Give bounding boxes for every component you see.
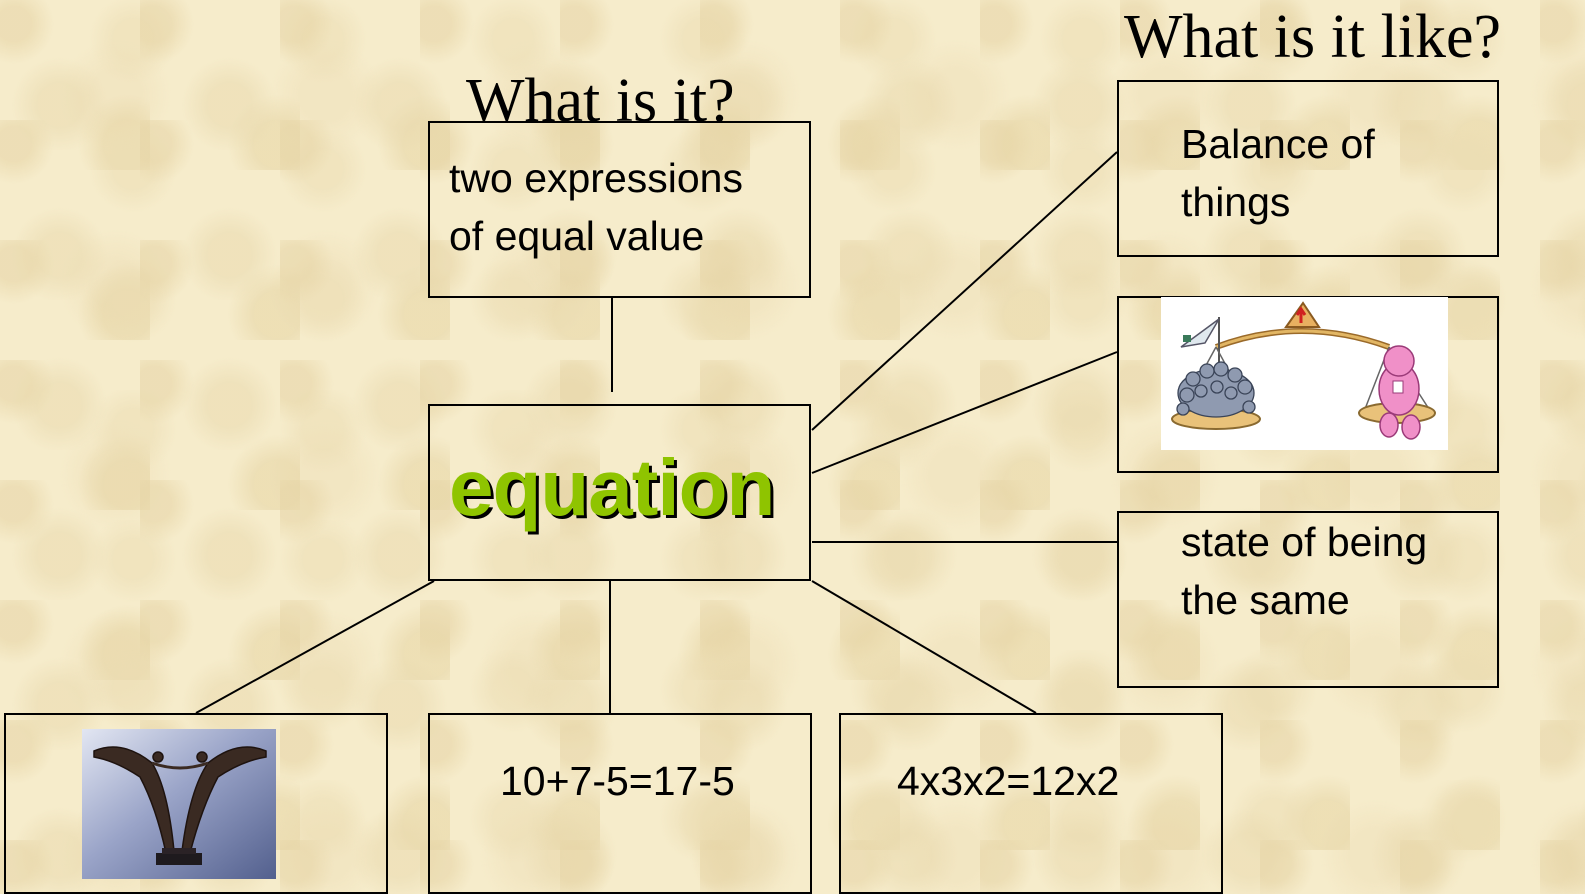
balance-scale-icon — [1161, 297, 1448, 450]
definition-box: two expressions of equal value — [428, 121, 811, 298]
statue-picture-box — [4, 713, 388, 894]
definition-line-2: of equal value — [449, 213, 705, 259]
connector-statue — [195, 580, 435, 714]
balance-box: Balance of things — [1117, 80, 1499, 257]
balancing-figures-statue-icon — [82, 729, 276, 879]
connector-balance — [811, 151, 1118, 431]
center-concept-word: equation — [449, 443, 775, 532]
example-2-text: 4x3x2=12x2 — [897, 758, 1120, 804]
same-text: state of being the same — [1181, 513, 1427, 629]
same-line-2: the same — [1181, 577, 1350, 623]
same-line-1: state of being — [1181, 519, 1428, 565]
connector-example2 — [811, 580, 1037, 714]
same-box: state of being the same — [1117, 511, 1499, 688]
example-2-box: 4x3x2=12x2 — [839, 713, 1223, 894]
center-concept-box: equation — [428, 404, 811, 581]
balance-text: Balance of things — [1181, 115, 1375, 231]
definition-line-1: two expressions — [449, 155, 743, 201]
definition-text: two expressions of equal value — [449, 149, 743, 265]
heading-what-is-it-like: What is it like? — [1124, 3, 1502, 71]
example-1-text: 10+7-5=17-5 — [500, 758, 735, 804]
example-1-box: 10+7-5=17-5 — [428, 713, 812, 894]
balance-line-2: things — [1181, 179, 1291, 225]
balance-line-1: Balance of — [1181, 121, 1375, 167]
connector-scale-picture — [811, 351, 1118, 474]
